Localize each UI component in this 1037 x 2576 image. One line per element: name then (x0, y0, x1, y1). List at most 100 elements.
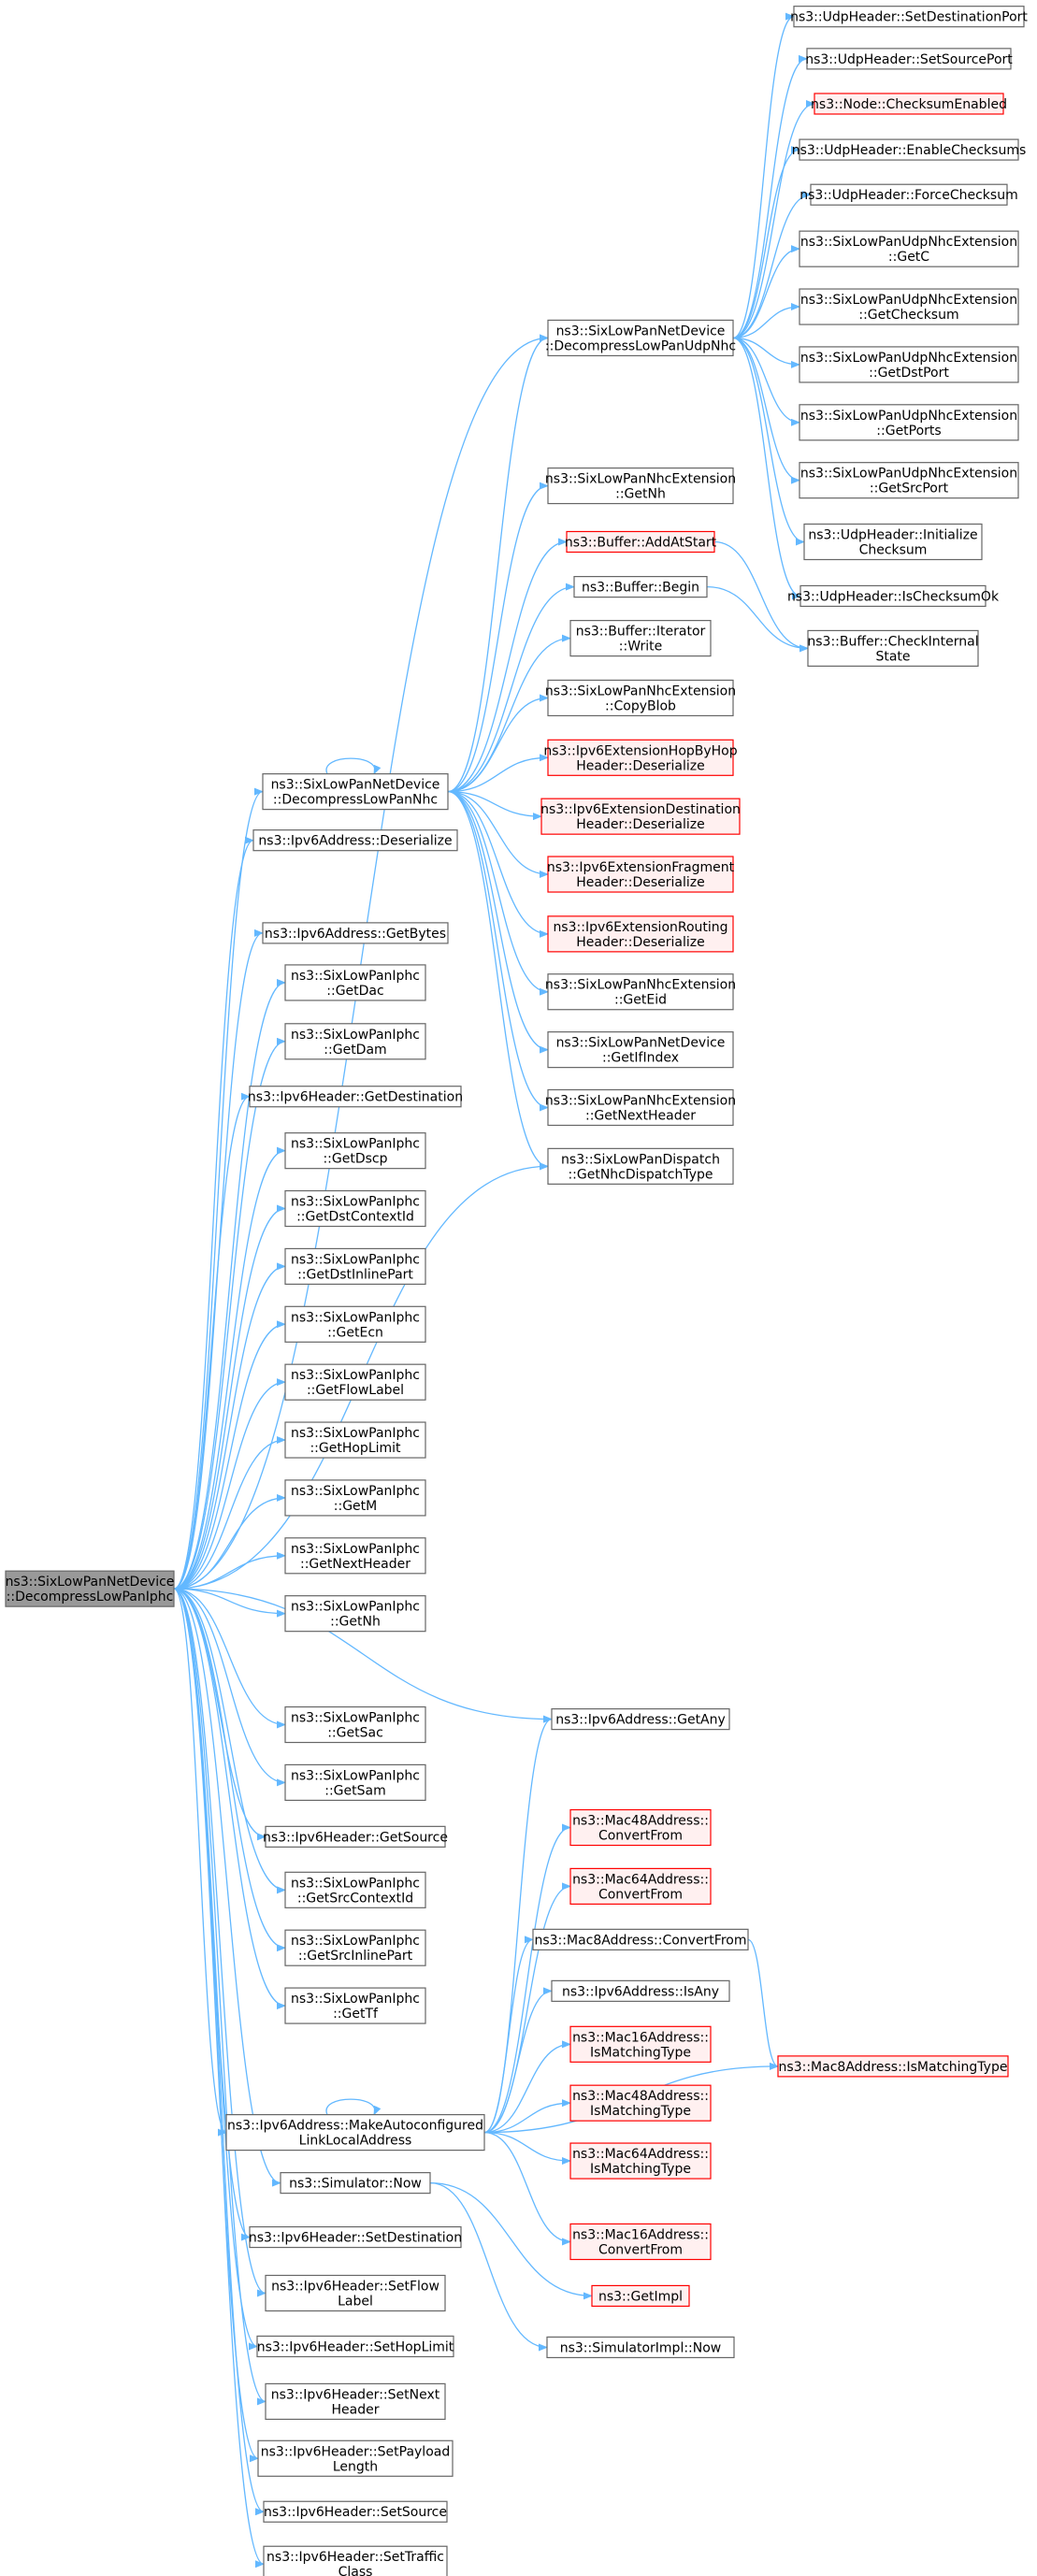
node-nhc_getnext[interactable]: ns3::SixLowPanNhcExtension::GetNextHeade… (545, 1088, 736, 1127)
edge-lowpannhc-to-frag_deser (447, 790, 549, 879)
node-label: ::GetPorts (876, 424, 941, 439)
node-udp_enable[interactable]: ns3::UdpHeader::EnableChecksums (792, 138, 1027, 161)
node-box (569, 2084, 712, 2122)
node-hdr_sethop[interactable]: ns3::Ipv6Header::SetHopLimit (256, 2335, 454, 2358)
node-hbh_deser[interactable]: ns3::Ipv6ExtensionHopByHopHeader::Deseri… (543, 739, 738, 776)
node-iphc_gethop[interactable]: ns3::SixLowPanIphc::GetHopLimit (284, 1421, 426, 1459)
node-iphc_getnext[interactable]: ns3::SixLowPanIphc::GetNextHeader (284, 1537, 426, 1575)
node-ext_getsrc[interactable]: ns3::SixLowPanUdpNhcExtension::GetSrcPor… (799, 462, 1019, 499)
node-udpnhc[interactable]: ns3::SixLowPanNetDevice::DecompressLowPa… (545, 319, 736, 357)
node-disp_getnhc[interactable]: ns3::SixLowPanDispatch::GetNhcDispatchTy… (547, 1147, 734, 1185)
node-label: IsMatchingType (590, 2162, 691, 2177)
node-lowpannhc[interactable]: ns3::SixLowPanNetDevice::DecompressLowPa… (262, 773, 449, 811)
node-node_cks[interactable]: ns3::Node::ChecksumEnabled (811, 93, 1007, 115)
node-mac48_conv[interactable]: ns3::Mac48Address::ConvertFrom (569, 1808, 712, 1847)
node-mac8_conv[interactable]: ns3::Mac8Address::ConvertFrom (532, 1928, 749, 1950)
node-iphc_getdstinl[interactable]: ns3::SixLowPanIphc::GetDstInlinePart (284, 1247, 426, 1286)
node-label: ::GetFlowLabel (307, 1383, 404, 1398)
node-nhc_copyblob[interactable]: ns3::SixLowPanNhcExtension::CopyBlob (545, 679, 736, 717)
node-udp_isok[interactable]: ns3::UdpHeader::IsChecksumOk (787, 584, 1000, 608)
node-rout_deser[interactable]: ns3::Ipv6ExtensionRoutingHeader::Deseria… (547, 915, 734, 953)
node-label: ns3::Ipv6Header::SetTraffic (266, 2550, 444, 2565)
node-iphc_getflow[interactable]: ns3::SixLowPanIphc::GetFlowLabel (284, 1363, 426, 1401)
node-dest_deser[interactable]: ns3::Ipv6ExtensionDestinationHeader::Des… (540, 798, 741, 835)
node-mac48_ismatch[interactable]: ns3::Mac48Address::IsMatchingType (569, 2084, 712, 2122)
nodes-layer: ns3::SixLowPanNetDevice::DecompressLowPa… (5, 6, 1028, 2576)
node-label: ns3::Buffer::AddAtStart (565, 535, 717, 550)
node-ipv6_isany[interactable]: ns3::Ipv6Address::IsAny (551, 1979, 730, 2002)
node-nhc_getnh[interactable]: ns3::SixLowPanNhcExtension::GetNh (545, 467, 736, 505)
edge-udpnhc-to-node_cks (732, 100, 815, 339)
node-getimpl[interactable]: ns3::GetImpl (591, 2284, 690, 2308)
node-ipv6_deser[interactable]: ns3::Ipv6Address::Deserialize (252, 829, 458, 852)
node-ext_getcks[interactable]: ns3::SixLowPanUdpNhcExtension::GetChecks… (799, 288, 1019, 325)
edge-makeauto-to-mac48_conv (483, 1823, 571, 2134)
node-hdr_getsrc[interactable]: ns3::Ipv6Header::GetSource (263, 1825, 448, 1848)
node-frag_deser[interactable]: ns3::Ipv6ExtensionFragmentHeader::Deseri… (547, 856, 735, 893)
node-simimpl_now[interactable]: ns3::SimulatorImpl::Now (546, 2336, 735, 2359)
node-makeauto[interactable]: ns3::Ipv6Address::MakeAutoconfiguredLink… (225, 2114, 485, 2151)
node-iphc_getsac[interactable]: ns3::SixLowPanIphc::GetSac (284, 1705, 426, 1744)
node-iphc_gettf[interactable]: ns3::SixLowPanIphc::GetTf (284, 1987, 426, 2024)
node-iphc_getm[interactable]: ns3::SixLowPanIphc::GetM (284, 1479, 426, 1517)
node-hdr_getdest[interactable]: ns3::Ipv6Header::GetDestination (248, 1086, 463, 1108)
node-nhc_geteid[interactable]: ns3::SixLowPanNhcExtension::GetEid (545, 973, 736, 1011)
node-iphc_getdscp[interactable]: ns3::SixLowPanIphc::GetDscp (284, 1132, 426, 1170)
node-mac64_ismatch[interactable]: ns3::Mac64Address::IsMatchingType (569, 2142, 712, 2180)
node-ipv6_getany[interactable]: ns3::Ipv6Address::GetAny (551, 1708, 730, 1731)
node-iphc_getnh[interactable]: ns3::SixLowPanIphc::GetNh (284, 1595, 426, 1633)
node-nd_getifindex[interactable]: ns3::SixLowPanNetDevice::GetIfIndex (547, 1031, 734, 1069)
node-label: ::GetIfIndex (602, 1051, 679, 1066)
node-mac8_ismatch[interactable]: ns3::Mac8Address::IsMatchingType (777, 2055, 1009, 2078)
node-mac16_conv[interactable]: ns3::Mac16Address::ConvertFrom (569, 2223, 712, 2261)
node-label: ::GetSac (327, 1726, 383, 1741)
node-box (263, 2500, 448, 2523)
edge-root-to-iphc_getdscp (173, 1146, 286, 1590)
node-label: ::GetNh (330, 1615, 381, 1630)
node-hdr_setdest[interactable]: ns3::Ipv6Header::SetDestination (249, 2225, 462, 2249)
node-mac16_ismatch[interactable]: ns3::Mac16Address::IsMatchingType (569, 2025, 712, 2063)
node-label: ns3::Mac64Address:: (572, 2147, 709, 2162)
node-buf_begin[interactable]: ns3::Buffer::Begin (573, 576, 708, 598)
node-ext_getc[interactable]: ns3::SixLowPanUdpNhcExtension::GetC (799, 230, 1019, 267)
node-mac64_conv[interactable]: ns3::Mac64Address::ConvertFrom (569, 1867, 712, 1905)
node-label: ns3::Ipv6Header::SetSource (264, 2505, 447, 2520)
edge-root-to-iphc_getsrcinl (173, 1588, 286, 1952)
node-root[interactable]: ns3::SixLowPanNetDevice::DecompressLowPa… (5, 1570, 175, 1607)
node-label: ns3::Ipv6ExtensionDestination (540, 802, 741, 817)
node-hdr_setsrc[interactable]: ns3::Ipv6Header::SetSource (263, 2500, 448, 2523)
node-iphc_getsam[interactable]: ns3::SixLowPanIphc::GetSam (284, 1763, 426, 1802)
node-box (799, 584, 987, 608)
node-udp_setdst[interactable]: ns3::UdpHeader::SetDestinationPort (790, 6, 1028, 28)
node-ext_getdst[interactable]: ns3::SixLowPanUdpNhcExtension::GetDstPor… (799, 346, 1019, 383)
node-ipv6_getbytes[interactable]: ns3::Ipv6Address::GetBytes (262, 922, 449, 944)
node-label: IsMatchingType (590, 2045, 691, 2060)
node-iphc_getdam[interactable]: ns3::SixLowPanIphc::GetDam (284, 1023, 426, 1060)
node-ext_getports[interactable]: ns3::SixLowPanUdpNhcExtension::GetPorts (799, 404, 1019, 441)
node-sim_now[interactable]: ns3::Simulator::Now (280, 2172, 431, 2195)
edge-lowpannhc-to-dest_deser (447, 790, 542, 821)
edge-makeauto-to-mac64_ismatch (483, 2131, 571, 2166)
node-box (284, 1132, 426, 1170)
node-label: ns3::SixLowPanUdpNhcExtension (800, 409, 1017, 424)
node-udp_setsrc[interactable]: ns3::UdpHeader::SetSourcePort (805, 48, 1013, 70)
node-iphc_getsrcctx[interactable]: ns3::SixLowPanIphc::GetSrcContextId (284, 1871, 426, 1908)
node-label: ns3::SixLowPanIphc (291, 1711, 420, 1726)
node-iphc_getecn[interactable]: ns3::SixLowPanIphc::GetEcn (284, 1305, 426, 1343)
node-box (547, 973, 734, 1011)
node-iphc_getdstctx[interactable]: ns3::SixLowPanIphc::GetDstContextId (284, 1189, 426, 1228)
node-udp_force[interactable]: ns3::UdpHeader::ForceChecksum (799, 183, 1018, 206)
node-iphc_getdac[interactable]: ns3::SixLowPanIphc::GetDac (284, 964, 426, 1001)
node-buf_addatstart[interactable]: ns3::Buffer::AddAtStart (565, 530, 717, 554)
node-buf_write[interactable]: ns3::Buffer::Iterator::Write (569, 620, 712, 657)
node-iphc_getsrcinl[interactable]: ns3::SixLowPanIphc::GetSrcInlinePart (284, 1929, 426, 1966)
edge-makeauto-to-mac8_conv (483, 1936, 534, 2134)
node-box (547, 739, 734, 776)
node-label: ::GetHopLimit (310, 1441, 401, 1456)
